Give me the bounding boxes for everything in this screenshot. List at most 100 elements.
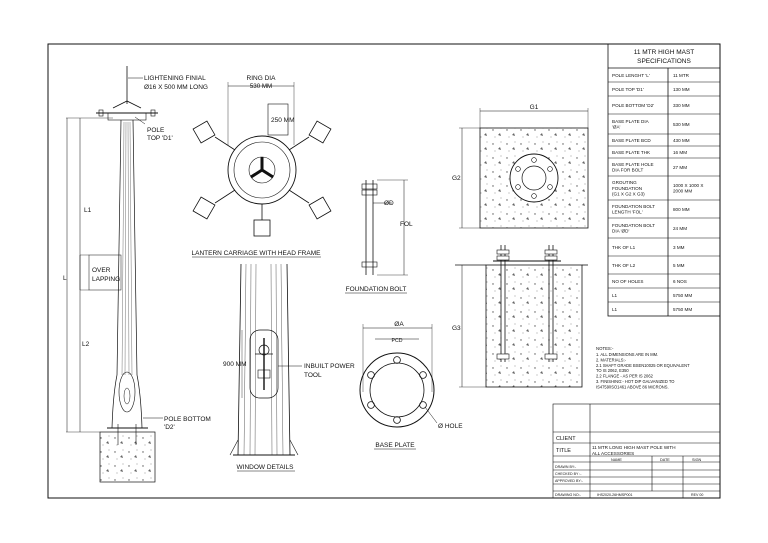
spec-row-label: DIA FOR BOLT [612, 168, 644, 173]
pole-top-label-2: TOP 'D1' [147, 135, 173, 142]
client-label: CLIENT [556, 436, 576, 442]
spec-row-value: 27 MM [673, 165, 687, 170]
title-block [552, 403, 721, 499]
pole-elevation [66, 66, 163, 483]
rev: REV 00 [691, 493, 703, 497]
title-value-1: 11 MTR LONG HIGH MAST POLE WITH [592, 445, 676, 450]
spec-row-value: 11 MTR [673, 73, 690, 78]
inbuilt-label-2: TOOL [304, 372, 322, 379]
hole-label: Ø HOLE [438, 423, 463, 430]
notes-line: 2.1 SHAFT GRADE BSEN10025 OR EQUIVALENT [596, 363, 690, 368]
title-label: TITLE [556, 448, 571, 454]
window-title: WINDOW DETAILS [237, 464, 295, 471]
spec-row-label: THK OF L2 [612, 263, 636, 268]
dim-900-label: 900 MM [223, 361, 246, 368]
l2-label: L2 [82, 341, 90, 348]
spec-row-label: NO OF HOLES [612, 279, 643, 284]
spec-row-label: L1 [612, 307, 618, 312]
bolt-title: FOUNDATION BOLT [346, 286, 407, 293]
notes-line: 3. FINISHING:- HOT DIP GALVANIZED TO [596, 379, 674, 384]
lantern-title: LANTERN CARRIAGE WITH HEAD FRAME [192, 250, 322, 257]
l1-label: L1 [84, 207, 92, 214]
notes-line: 1. ALL DIMENSIONS ARE IN MM. [596, 352, 658, 357]
notes: NOTES:- 1. ALL DIMENSIONS ARE IN MM.2. M… [596, 346, 690, 389]
spec-row-label: FOUNDATION BOLT [612, 223, 655, 228]
spec-row-value: 5750 MM [673, 293, 692, 298]
oa-label: ØA [394, 321, 404, 328]
l-label: L [63, 275, 67, 282]
overlap-label-1: OVER [92, 267, 111, 274]
drawn-by: DRAWN BY:- [555, 465, 577, 469]
foundation-bolt [361, 179, 408, 276]
pcd-label: PCD [392, 338, 403, 344]
lantern-carriage [192, 82, 332, 237]
checked-by: CHECKED BY :- [555, 472, 582, 476]
spec-row-label: FOUNDATION BOLT [612, 204, 655, 209]
fol-label: FOL [400, 221, 413, 228]
spec-rows: POLE LENGHT 'L' 11 MTR POLE TOP 'D1' 130 MM… [608, 73, 720, 312]
spec-row-value: 16 MM [673, 150, 687, 155]
g1-label: G1 [530, 104, 539, 111]
spec-row-label: LENGTH 'FOL' [612, 210, 643, 215]
spec-table: 11 MTR HIGH MAST SPECIFICATIONS POLE LEN… [607, 43, 721, 317]
g2-label: G2 [452, 175, 461, 182]
ring-dia-label-1: RING DIA [247, 75, 277, 82]
col-name: NAME [611, 458, 622, 462]
spec-row-label: GROUTING [612, 180, 637, 185]
spec-title-1: 11 MTR HIGH MAST [634, 49, 695, 56]
notes-line: 2. MATERIALS:- [596, 357, 627, 362]
spec-row-value: 5750 MM [673, 307, 692, 312]
notes-heading: NOTES:- [596, 346, 614, 351]
foundation-plan [459, 108, 589, 229]
ring-250-label: 250 MM [271, 117, 294, 124]
drawing-no-value: IHS2020-26HMSP001 [597, 493, 633, 497]
spec-row-label: BASE PLATE HOLE [612, 162, 654, 167]
spec-row-value: 1000 X 1000 X [673, 183, 703, 188]
notes-lines: 1. ALL DIMENSIONS ARE IN MM.2. MATERIALS… [596, 352, 690, 389]
spec-row-value: 800 MM [673, 207, 690, 212]
spec-row-value: 430 MM [673, 138, 690, 143]
baseplate-title: BASE PLATE [375, 442, 415, 449]
base-plate [359, 324, 438, 428]
spec-row-value: 6 NOS [673, 279, 687, 284]
spec-row-value: 530 MM [673, 122, 690, 127]
notes-line: TO IS 2062, E350 [596, 368, 629, 373]
spec-row-label: (G1 X G2 X G3) [612, 191, 645, 196]
g3-label: G3 [452, 325, 461, 332]
lightening-label-2: Ø16 X 500 MM LONG [144, 84, 208, 91]
col-sign: SIGN [692, 458, 702, 462]
spec-row-value: 3 MM [673, 245, 685, 250]
pole-top-label-1: POLE [147, 127, 165, 134]
pole-bottom-label-2: 'D2' [164, 424, 175, 431]
ring-dia-label-2: 530 MM [250, 83, 272, 90]
spec-title-2: SPECIFICATIONS [637, 58, 691, 65]
spec-row-label: DIA 'ØD' [612, 229, 629, 234]
sheet-border [47, 43, 721, 499]
od-label: ØD [384, 200, 394, 207]
overlap-label-2: LAPPING [92, 276, 120, 283]
inbuilt-label-1: INBUILT POWER [304, 363, 355, 370]
spec-row-label: 'ØA' [612, 125, 621, 130]
spec-row-label: BASE PLATE THK [612, 150, 651, 155]
window-details [229, 263, 302, 456]
notes-line: IS4759/ISO1461 ABOVE 86 MICRONS. [596, 384, 669, 389]
spec-row-label: POLE LENGHT 'L' [612, 73, 650, 78]
foundation-section [455, 245, 588, 388]
spec-row-value: 24 MM [673, 226, 687, 231]
spec-row-value: 5 MM [673, 263, 685, 268]
spec-row-value: 130 MM [673, 87, 690, 92]
approved-by: APPROVED BY:- [555, 479, 584, 483]
pole-bottom-label-1: POLE BOTTOM [164, 416, 211, 423]
spec-row-value: 2000 MM [673, 189, 692, 194]
spec-row-label: L1 [612, 293, 618, 298]
notes-line: 2.2 FLANGE - AS PER IS 2062 [596, 374, 654, 379]
spec-row-label: BASE PLATE BCD [612, 138, 651, 143]
spec-row-label: POLE TOP 'D1' [612, 87, 644, 92]
col-date: DATE [660, 458, 670, 462]
spec-row-label: THK OF L1 [612, 245, 636, 250]
lightening-label-1: LIGHTENING FINIAL [144, 75, 206, 82]
title-value-2: ALL ACCESSORIES [592, 451, 634, 456]
spec-row-label: POLE BOTTOM 'D2' [612, 103, 654, 108]
